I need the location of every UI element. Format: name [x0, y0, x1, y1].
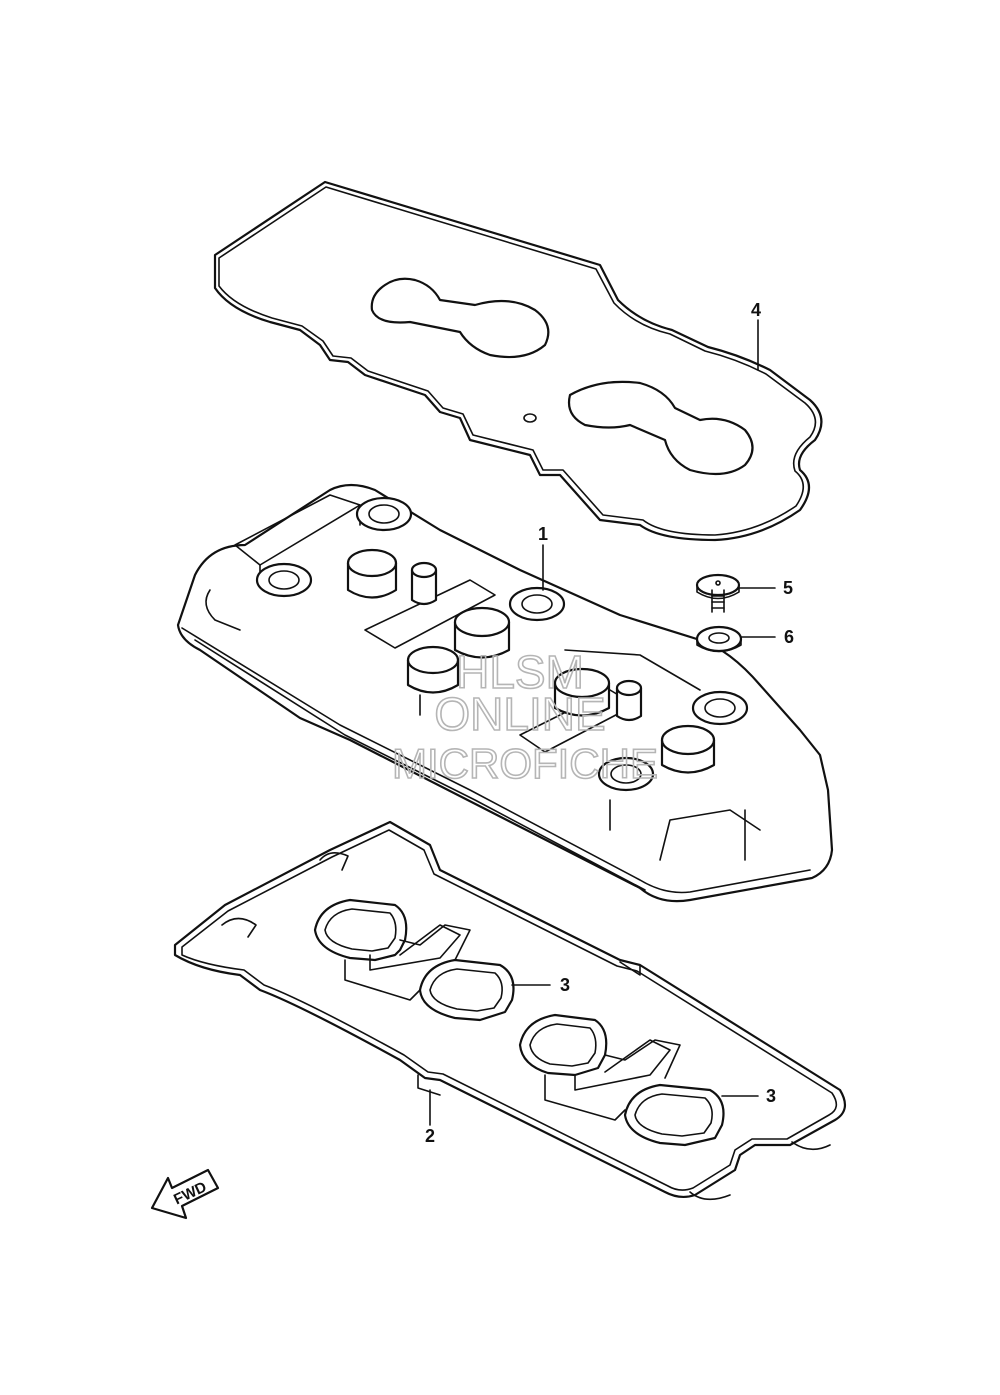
callout-1: 1 — [538, 524, 548, 544]
callout-2: 2 — [425, 1126, 435, 1146]
callout-3-lower: 3 — [766, 1086, 776, 1106]
callout-6: 6 — [784, 627, 794, 647]
callout-4: 4 — [751, 300, 761, 320]
plug-seal-lower — [518, 1013, 725, 1147]
bottom-gasket — [173, 820, 847, 1201]
head-cover — [176, 483, 834, 903]
callout-3-upper: 3 — [560, 975, 570, 995]
callout-5: 5 — [783, 578, 793, 598]
watermark-line-3: MICROFICHE — [392, 740, 658, 787]
leader-lines — [429, 319, 776, 1126]
bolt — [695, 573, 741, 613]
watermark-line-2: ONLINE — [434, 688, 605, 740]
watermark: HLSM ONLINE MICROFICHE — [391, 645, 659, 788]
washer — [695, 625, 743, 653]
top-gasket — [213, 180, 823, 542]
watermark-line-1: HLSM — [456, 646, 584, 698]
plug-seal-upper — [313, 898, 515, 1022]
fwd-arrow-icon: FWD — [150, 1168, 220, 1220]
